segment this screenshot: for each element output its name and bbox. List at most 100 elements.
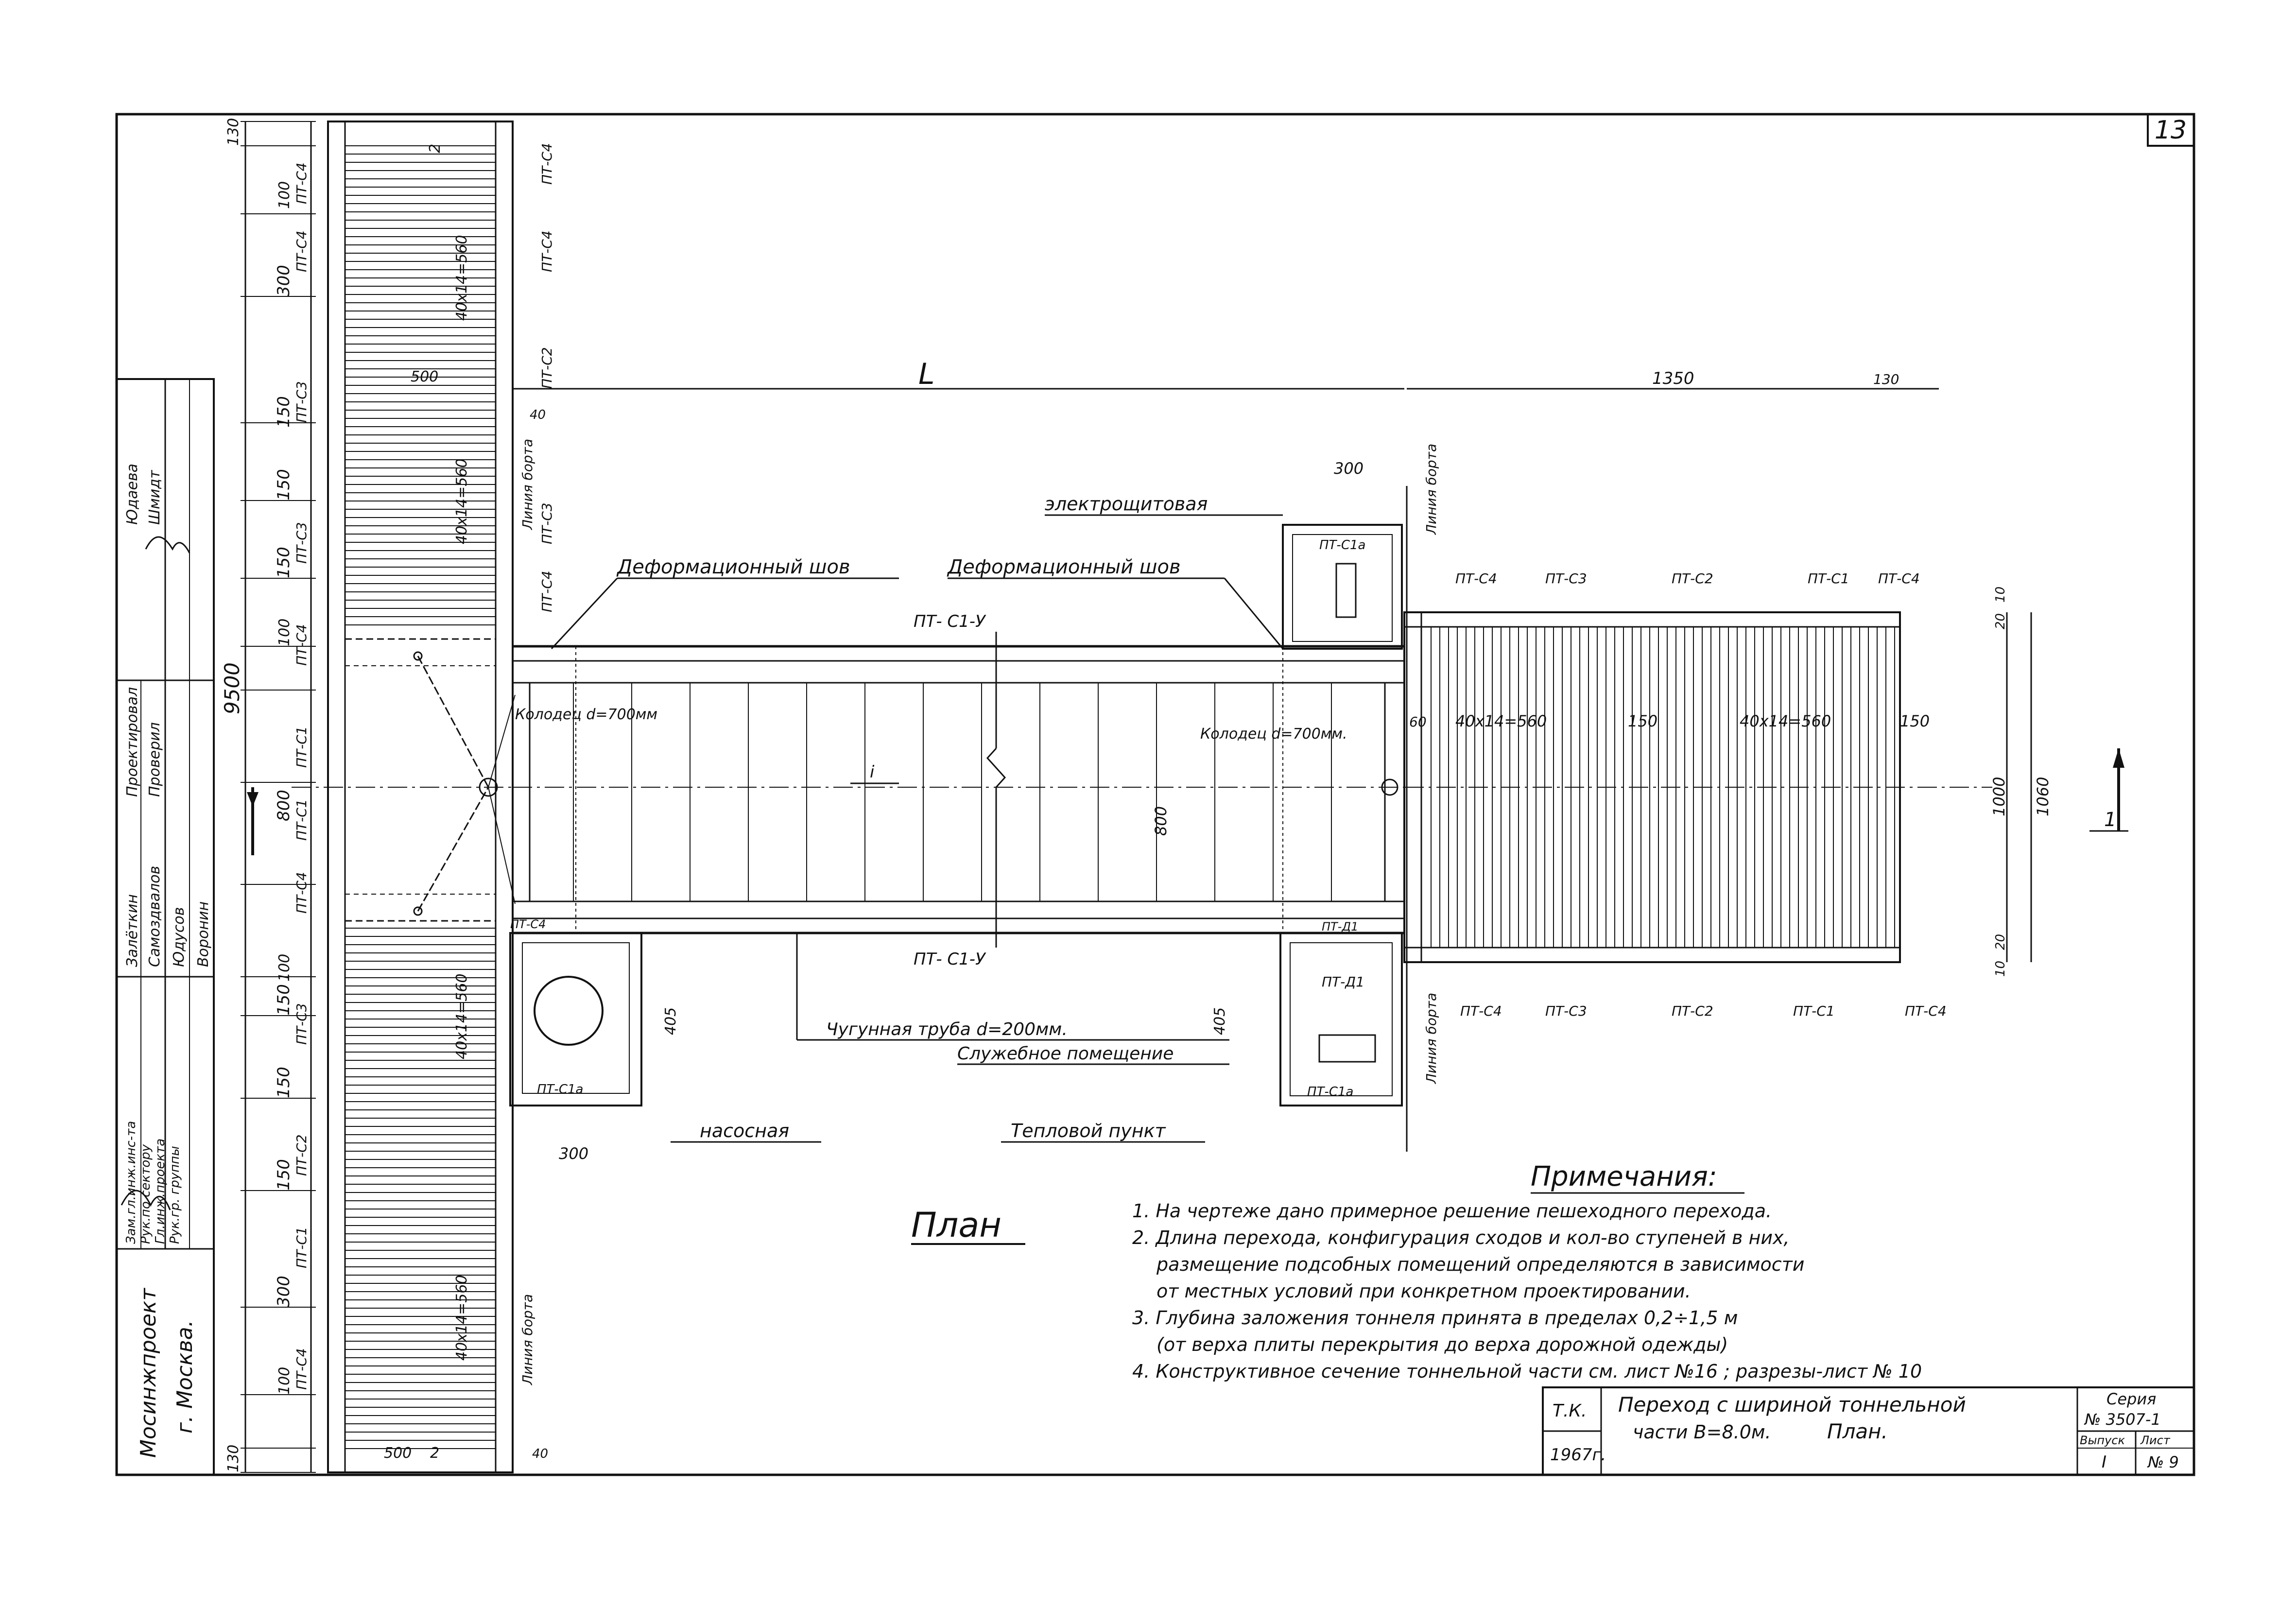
steps-right-2: 40х14=560 [1740, 712, 1831, 730]
note-line-5: 3. Глубина заложения тоннеля принята в п… [1132, 1307, 1738, 1329]
label-pt-c4-bot-1: ПТ-С4 [1460, 1003, 1502, 1019]
stamp-org: Мосинжпроект [136, 1288, 161, 1458]
section-arrow-left [247, 792, 259, 807]
label-deform-joint-1: Деформационный шов [616, 556, 850, 578]
steps-left-3: 40х14=560 [453, 974, 470, 1060]
tb-title-3: План. [1827, 1419, 1888, 1443]
dim-150-a: 150 [274, 396, 293, 428]
left-stair-labels: ПТ-С4 ПТ-С4 ПТ-С3 ПТ-С3 ПТ-С4 ПТ-С1 ПТ-С… [293, 143, 555, 1462]
label-well-left: Колодец d=700мм [515, 706, 657, 723]
rooms: ПТ-С1а ПТ-С4 405 300 ПТ-С1а 300 ПТ-Д1 ПТ… [509, 459, 1403, 1163]
dim-130-bottom: 130 [225, 1445, 242, 1472]
label-pt-c3-b: ПТ-С3 [293, 522, 310, 564]
note-line-1: 1. На чертеже дано примерное решение пеш… [1132, 1200, 1772, 1222]
dim-300-b: 300 [274, 1276, 293, 1307]
dim-20-bottom: 20 [1993, 934, 2008, 950]
stamp-name-3: Юдусов [171, 907, 188, 967]
right-stair-labels: 1350 130 ПТ-С4 ПТ-С3 ПТ-С2 ПТ-С1 ПТ-С4 П… [1407, 369, 2128, 1084]
sheet-number-box [2147, 113, 2195, 147]
plan-title: План [911, 1205, 1001, 1245]
label-electro: электрощитовая [1045, 493, 1208, 515]
label-pt-c4-d: ПТ-С4 [293, 872, 310, 914]
label-length: L [918, 357, 934, 391]
label-pt-c1u-top: ПТ- С1-У [914, 612, 986, 631]
room-label-pt-c1a-a: ПТ-С1а [537, 1082, 583, 1097]
note-line-4: от местных условий при конкретном проект… [1157, 1280, 1691, 1302]
stamp-role-1: Зам.гл.инж.инс-та [124, 1121, 138, 1244]
dim-300-top-right: 300 [1334, 459, 1364, 478]
steps-left-4: 40х14=560 [453, 1275, 470, 1361]
label-pt-c4-a: ПТ-С4 [293, 162, 310, 204]
dim-150-e: 150 [274, 1067, 293, 1098]
label-pt-c4-r1: ПТ-С4 [539, 143, 555, 185]
tb-year: 1967г. [1550, 1445, 1606, 1465]
dim-2-bottom: 2 [430, 1445, 439, 1462]
stamp-name2-1: Шмидт [146, 469, 163, 525]
label-pt-c4-top-1: ПТ-С4 [1455, 570, 1497, 587]
label-pt-c4-r2: ПТ-С4 [539, 230, 555, 272]
label-pt-c2-top: ПТ-С2 [1672, 570, 1713, 587]
dim-2-top: 2 [427, 144, 444, 153]
tb-issue: I [2102, 1452, 2106, 1472]
label-pt-c1-bot: ПТ-С1 [1793, 1003, 1835, 1019]
tb-issue-label: Выпуск [2080, 1434, 2125, 1447]
note-line-2: 2. Длина перехода, конфигурация сходов и… [1132, 1227, 1790, 1248]
steps-left-2: 40х14=560 [453, 459, 470, 545]
dim-405-right: 405 [1211, 1007, 1228, 1035]
label-well-right: Колодец d=700мм. [1200, 726, 1347, 743]
label-service-room: Служебное помещение [957, 1044, 1174, 1064]
dim-130-top: 130 [225, 118, 242, 146]
dim-100-c: 100 [276, 954, 293, 982]
tb-title-2: части В=8.0м. [1633, 1421, 1771, 1443]
room-label-pt-d1-b: ПТ-Д1 [1322, 920, 1358, 933]
note-line-3: размещение подсобных помещений определяю… [1156, 1254, 1804, 1275]
dim-150-f: 150 [274, 1159, 293, 1191]
signature-2 [145, 536, 190, 553]
label-pt-c4-c: ПТ-С4 [293, 624, 310, 666]
room-label-pt-c1a-c: ПТ-С1а [1307, 1085, 1353, 1099]
notes-heading: Примечания: [1531, 1161, 1717, 1192]
tb-title-1: Переход с шириной тоннельной [1618, 1393, 1966, 1417]
dim-60-right: 60 [1409, 714, 1427, 730]
label-pt-c3-top: ПТ-С3 [1545, 570, 1587, 587]
room-label-pt-c4: ПТ-С4 [510, 917, 546, 931]
label-pt-c3-bot: ПТ-С3 [1545, 1003, 1587, 1019]
section-mark-right: 1 [2104, 809, 2116, 831]
dim-405-left: 405 [662, 1007, 679, 1035]
label-pt-c3-a: ПТ-С3 [293, 381, 310, 423]
dim-150-c: 150 [274, 547, 293, 578]
label-deform-joint-2: Деформационный шов [947, 556, 1181, 578]
upper-treads [345, 145, 496, 625]
section-arrow-right [2113, 748, 2124, 768]
stamp-role-3: Гл.инж.проекта [153, 1139, 168, 1244]
notes-block: Примечания: 1. На чертеже дано примерное… [1132, 1161, 1922, 1382]
label-heat-point: Тепловой пункт [1011, 1120, 1167, 1141]
stamp-role2-1: Проектировал [124, 687, 141, 797]
stamp-role-2: Рук.по сектору [138, 1144, 153, 1244]
signature-1 [121, 1190, 171, 1210]
steps-left-1: 40х14=560 [453, 235, 470, 321]
dim-150-right-1: 150 [1628, 712, 1657, 730]
dim-300-a: 300 [274, 265, 293, 296]
dim-10-top: 10 [1993, 587, 2008, 603]
note-line-7: 4. Конструктивное сечение тоннельной час… [1132, 1361, 1922, 1382]
pump-well [534, 976, 604, 1046]
label-pt-c4-top-2: ПТ-С4 [1878, 570, 1920, 587]
tb-sheet: № 9 [2147, 1453, 2179, 1471]
label-pt-c1-b: ПТ-С1 [293, 799, 310, 841]
dim-500-bottom: 500 [384, 1445, 412, 1462]
stamp-city: г. Москва. [173, 1320, 197, 1434]
dim-1350: 1350 [1652, 369, 1694, 388]
label-pt-c3-r: ПТ-С3 [539, 502, 555, 544]
dim-500-top: 500 [411, 368, 438, 385]
label-pt-c2-bot: ПТ-С2 [1672, 1003, 1713, 1019]
stamp-role-4: Рук.гр. группы [168, 1146, 182, 1244]
tb-series: № 3507-1 [2084, 1410, 2161, 1429]
tb-code: Т.К. [1553, 1401, 1587, 1421]
stamp-name-1: Залёткин [124, 894, 141, 967]
dim-10-bottom: 10 [1993, 961, 2008, 977]
label-pump: насосная [700, 1120, 789, 1141]
dim-300-left: 300 [559, 1144, 588, 1163]
dim-40-bottom: 40 [532, 1447, 548, 1461]
